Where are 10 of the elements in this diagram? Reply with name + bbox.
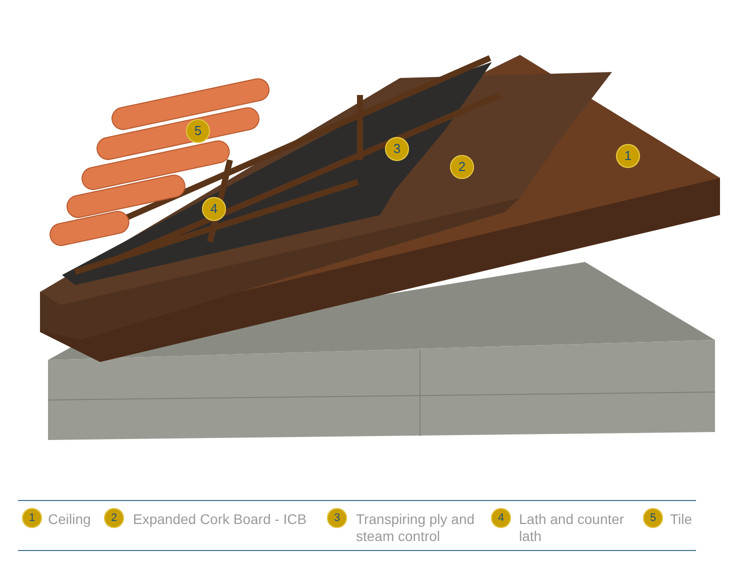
legend-number: 3	[327, 508, 347, 528]
legend-text: Ceiling	[48, 511, 91, 528]
legend-number: 2	[104, 508, 124, 528]
legend-text: Lath and counter lath	[519, 511, 626, 545]
legend-text: Tile	[670, 511, 692, 528]
legend-text: Transpiring ply and steam control	[356, 511, 476, 545]
legend-number: 1	[22, 508, 42, 528]
legend-number: 5	[643, 508, 663, 528]
legend-text: Expanded Cork Board - ICB	[133, 511, 307, 528]
legend-number: 4	[491, 508, 511, 528]
